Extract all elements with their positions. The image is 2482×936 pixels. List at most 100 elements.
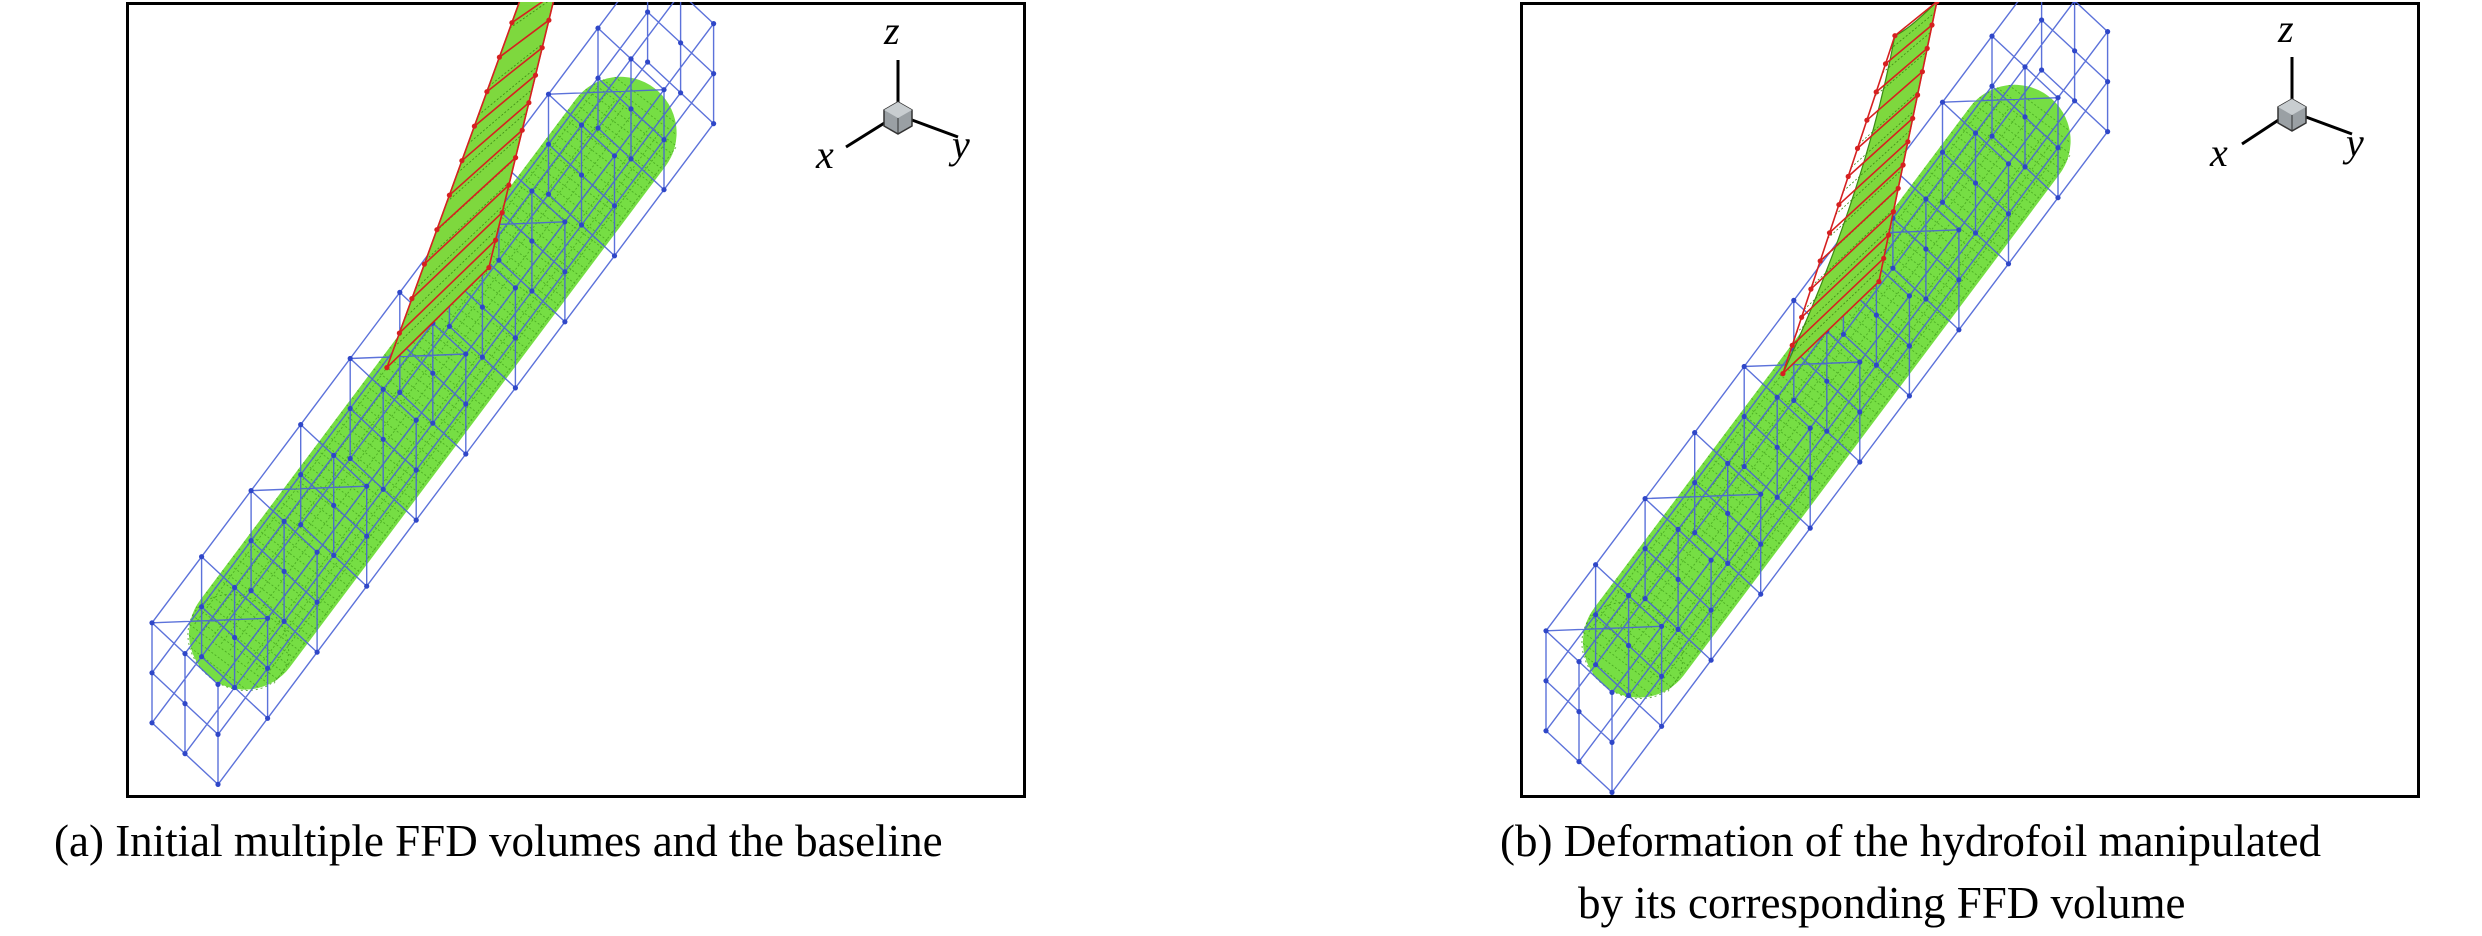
ffd-control-point [1708, 557, 1714, 563]
ffd-control-point [1906, 393, 1912, 399]
ffd-control-point [1626, 692, 1632, 699]
ffd-control-point [1774, 494, 1780, 500]
ffd-control-point [331, 552, 337, 559]
ffd-control-point [2022, 64, 2028, 70]
ffd-control-point [1956, 277, 1962, 283]
ffd-control-point [611, 253, 618, 259]
ffd-control-point [611, 153, 618, 159]
ffd-control-point [545, 91, 552, 97]
ffd-control-point [1807, 475, 1813, 481]
ffd-control-point [595, 75, 601, 81]
ffd-control-point [248, 588, 254, 594]
figure-panel-a: z x y [126, 2, 1026, 798]
ffd-control-point [347, 455, 353, 462]
figure-panel-b: z x y [1520, 2, 2420, 798]
ffd-control-point [1675, 576, 1681, 583]
ffd-control-point [562, 319, 568, 325]
axis-triad: z x y [2209, 6, 2364, 175]
ffd-control-point [1692, 430, 1698, 436]
ffd-control-point [1906, 293, 1912, 299]
axis-label-x: x [815, 132, 834, 177]
ffd-control-point [1923, 196, 1929, 202]
ffd-control-point [463, 351, 469, 357]
ffd-control-point [529, 288, 535, 294]
ffd-control-point [562, 269, 568, 275]
ffd-control-point [199, 554, 205, 560]
ffd-control-point [611, 203, 618, 209]
ffd-control-point [199, 604, 205, 610]
ffd-control-point [711, 21, 717, 27]
ffd-control-point [430, 370, 436, 376]
ffd-control-point [331, 452, 337, 458]
ffd-control-point [1989, 33, 1995, 39]
ffd-control-point [1725, 510, 1731, 516]
ffd-control-point [645, 59, 651, 65]
ffd-control-point [397, 389, 403, 395]
ffd-control-point [512, 285, 518, 291]
ffd-control-point [265, 615, 271, 621]
ffd-control-point [1692, 530, 1698, 536]
ffd-control-point [413, 417, 419, 423]
ffd-control-point [182, 651, 188, 657]
ffd-control-point [1741, 363, 1747, 370]
axis-label-z: z [883, 8, 900, 53]
ffd-control-point [578, 172, 585, 178]
ffd-control-point [578, 222, 585, 228]
ffd-control-point [2039, 17, 2045, 23]
ffd-control-point [1791, 397, 1797, 403]
ffd-control-point [1626, 642, 1632, 649]
ffd-control-point [2072, 98, 2078, 104]
ffd-lattice [1543, 2, 2111, 796]
ffd-control-point [529, 188, 535, 194]
ffd-control-point [1675, 526, 1681, 533]
ffd-control-point [1873, 362, 1879, 368]
ffd-control-point [595, 25, 601, 31]
ffd-control-point [281, 618, 287, 625]
ffd-control-point [2055, 195, 2061, 201]
hydrofoil-control-lattice [384, 2, 555, 371]
ffd-control-point [298, 522, 304, 528]
ffd-control-point [1576, 759, 1582, 765]
ffd-control-point [1972, 180, 1979, 186]
ffd-control-point [430, 420, 436, 426]
ffd-control-point [2005, 261, 2012, 267]
caption-a: (a) Initial multiple FFD volumes and the… [54, 816, 943, 866]
ffd-control-point [512, 385, 518, 391]
ffd-control-point [1890, 265, 1896, 271]
ffd-control-point [215, 731, 221, 738]
ffd-control-point [1939, 99, 1946, 105]
ffd-control-point [314, 599, 320, 605]
ffd-control-point [314, 549, 320, 555]
ffd-control-point [562, 219, 568, 225]
ffd-control-point [182, 701, 188, 707]
hydrofoil-control-edges [1782, 2, 1938, 375]
ffd-control-point [413, 517, 419, 523]
ffd-control-point [1609, 689, 1615, 696]
ffd-control-point [2105, 129, 2111, 135]
ffd-control-point [578, 122, 585, 128]
ffd-control-point [232, 684, 238, 691]
ffd-control-point [1659, 723, 1665, 729]
ffd-control-point [496, 257, 502, 263]
ffd-control-point [2055, 95, 2061, 101]
ffd-control-point [1626, 592, 1632, 599]
ffd-control-point [1824, 378, 1830, 384]
ffd-control-point [545, 141, 552, 147]
ffd-control-point [281, 518, 287, 525]
hydrofoil-surface [1782, 2, 1938, 375]
ffd-control-point [463, 401, 469, 407]
ffd-control-point [232, 634, 238, 641]
ffd-control-point [380, 436, 386, 442]
ffd-control-point [446, 323, 452, 329]
ffd-control-point [1758, 541, 1764, 547]
ffd-control-point [1543, 628, 1549, 634]
ffd-control-point [1741, 463, 1747, 470]
ffd-control-point [298, 472, 304, 478]
axis-triad: z x y [815, 8, 970, 177]
hydrofoil-control-lattice [1780, 2, 1940, 377]
ffd-control-point [380, 386, 386, 392]
hydrofoil [384, 2, 555, 371]
ffd-control-point [1774, 444, 1780, 450]
ffd-control-point [182, 751, 188, 757]
ffd-control-point [1593, 562, 1599, 568]
